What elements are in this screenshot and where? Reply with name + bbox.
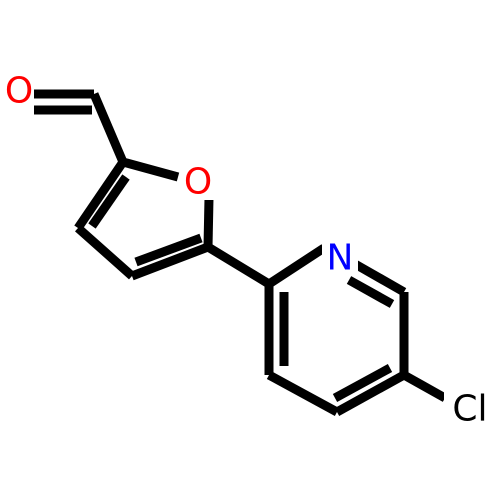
furan-c3-c2-bond: [74, 159, 127, 231]
carbonyl-oxygen-atom: O: [4, 71, 34, 116]
pyridine-nitrogen-label: N: [327, 238, 354, 279]
pyridine-c2-n-bond: [266, 244, 327, 288]
chlorine-label: Cl: [452, 389, 487, 430]
furan-c3-c2-inner-bond: [88, 174, 130, 229]
bonds: [34, 89, 448, 416]
pyridine-c4-c3-bond: [266, 371, 340, 416]
pyridine-n-c6-bond: [352, 260, 407, 296]
pyridine-c5-c4-bond: [334, 371, 407, 416]
pyridine-n-c6-inner-bond: [346, 276, 395, 308]
furan-c2-o-bond: [121, 157, 180, 182]
furan-c5-c4-bond: [130, 242, 210, 281]
furan-o-c5-bond: [203, 197, 214, 248]
pyridine-c5-c4-inner-bond: [332, 364, 393, 402]
aldehyde-ring-bond: [89, 92, 128, 164]
ring-oxygen-label: O: [184, 162, 212, 203]
atom-labels: O O N Cl: [4, 71, 496, 430]
inter-ring-bond: [205, 243, 272, 288]
furan-c5-c4-inner-bond: [134, 233, 203, 267]
carbonyl-oxygen-label: O: [5, 71, 33, 112]
chlorine-bond: [401, 371, 448, 402]
ring-oxygen-atom: O: [181, 162, 215, 203]
pyridine-nitrogen-atom: N: [322, 238, 358, 279]
furan-c4-c3-bond: [75, 224, 135, 280]
chlorine-atom: Cl: [444, 389, 496, 430]
